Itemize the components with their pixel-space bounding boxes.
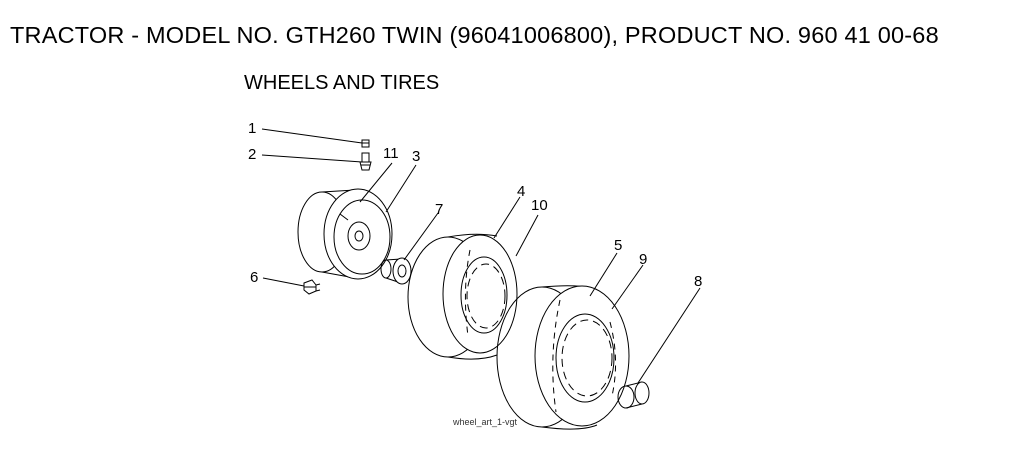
page-title: TRACTOR - MODEL NO. GTH260 TWIN (9604100… [10,22,939,48]
valve-stem-part [359,152,372,171]
callout-2: 2 [248,146,256,163]
callout-11: 11 [383,145,399,162]
tire-front-part [407,233,518,360]
cap-part [617,381,650,409]
bearing-part [380,257,412,285]
callout-6: 6 [250,269,258,286]
callout-7: 7 [435,201,443,218]
callout-10: 10 [531,197,548,214]
section-title: WHEELS AND TIRES [244,72,440,94]
callout-3: 3 [412,148,420,165]
valve-cap-part [361,139,370,148]
bolt-part [303,279,321,295]
callout-1: 1 [248,120,256,137]
rim-part [297,188,393,280]
callout-4: 4 [517,183,525,200]
callout-8: 8 [694,273,702,290]
leader-lines [261,128,701,384]
callout-5: 5 [614,237,622,254]
art-id-label: wheel_art_1-vgt [452,417,518,427]
callout-9: 9 [639,251,647,268]
tire-rear-part [496,285,630,430]
